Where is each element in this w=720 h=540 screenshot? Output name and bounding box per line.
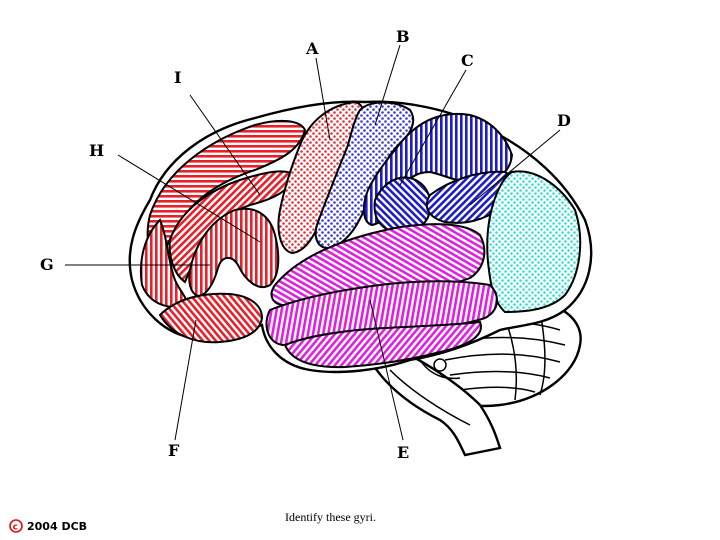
label-I: I (174, 68, 181, 87)
label-H: H (89, 141, 104, 160)
inferior-temporal-gyrus (283, 320, 482, 369)
label-B: B (396, 27, 410, 46)
middle-frontal-gyrus (168, 170, 297, 284)
leader-A (315, 57, 331, 141)
leader-E (369, 299, 404, 441)
label-G: G (40, 255, 54, 274)
copyright-symbol-letter: c (13, 523, 18, 533)
leader-H (117, 154, 261, 243)
leader-lines (65, 44, 561, 441)
label-E: E (397, 443, 409, 462)
brainstem (368, 348, 502, 457)
label-F: F (168, 441, 180, 460)
label-C: C (461, 51, 474, 70)
occipital-lobe (486, 170, 582, 314)
copyright-text: 2004 DCB (27, 520, 87, 533)
leader-D (469, 129, 561, 206)
leader-F (174, 319, 197, 441)
supramarginal-gyrus (362, 113, 514, 227)
postcentral-gyrus (314, 101, 415, 250)
orbital-gyrus (158, 292, 264, 344)
label-D: D (557, 111, 571, 130)
copyright-symbol-icon (9, 519, 23, 533)
leader-I (189, 94, 261, 196)
copyright-mark: c 2004 DCB (9, 519, 87, 533)
label-A: A (305, 39, 319, 58)
leader-B (374, 44, 401, 126)
caption: Identify these gyri. (285, 510, 376, 524)
leader-C (399, 69, 467, 186)
